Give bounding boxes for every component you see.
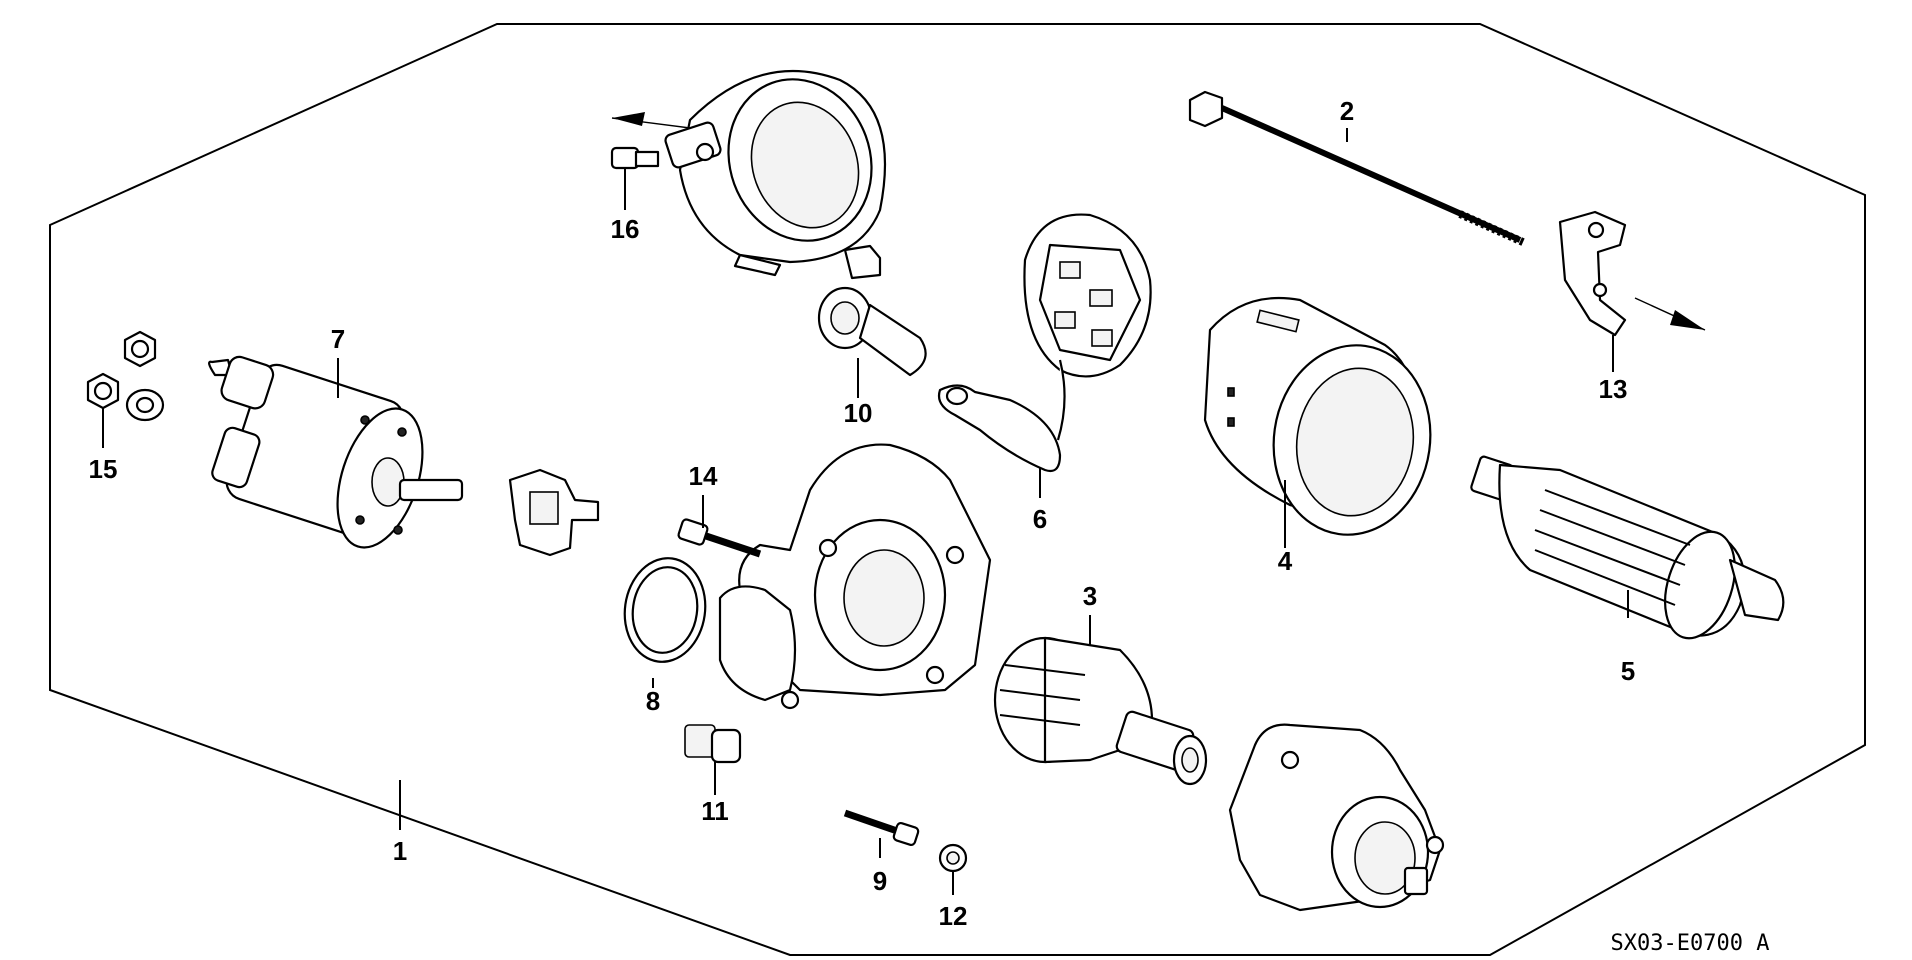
callout-10: 10 <box>844 398 873 428</box>
part-13-bracket[interactable] <box>1558 210 1627 337</box>
callout-14: 14 <box>689 461 718 491</box>
part-7-solenoid[interactable] <box>208 354 464 558</box>
plunger-bracket[interactable] <box>508 468 600 557</box>
callout-13: 13 <box>1599 374 1628 404</box>
callout-6: 6 <box>1033 504 1047 534</box>
part-10-brush[interactable] <box>817 286 927 377</box>
rear-cover[interactable] <box>664 59 894 277</box>
part-14-bolt[interactable] <box>677 518 762 558</box>
callout-12: 12 <box>939 901 968 931</box>
part-16-screw[interactable] <box>610 146 660 170</box>
callout-1: 1 <box>393 836 407 866</box>
part-9-bolt[interactable] <box>843 809 920 847</box>
callout-4: 4 <box>1278 546 1293 576</box>
callout-9: 9 <box>873 866 887 896</box>
assembly-boundary <box>49 23 1866 956</box>
callout-11: 11 <box>701 796 729 826</box>
part-5-armature[interactable] <box>1470 455 1785 648</box>
callout-2: 2 <box>1340 96 1354 126</box>
callout-8: 8 <box>646 686 660 716</box>
callout-3: 3 <box>1083 581 1097 611</box>
part-8-oring[interactable] <box>618 553 712 667</box>
part-3-clutch[interactable] <box>993 636 1208 786</box>
part-4-yoke[interactable] <box>1203 296 1442 545</box>
part-11-damper[interactable] <box>684 724 742 764</box>
callout-15: 15 <box>89 454 118 484</box>
cover-clip[interactable] <box>843 244 882 280</box>
part-2-through-bolt[interactable] <box>1188 90 1527 247</box>
drawing-code: SX03-E0700 A <box>1611 931 1770 956</box>
gear-housing[interactable] <box>1228 723 1445 912</box>
part-15-nuts-washers[interactable] <box>86 330 165 422</box>
callout-16: 16 <box>611 214 640 244</box>
part-12-cap[interactable] <box>938 843 968 873</box>
callout-5: 5 <box>1621 656 1635 686</box>
part-6-brush-holder[interactable] <box>937 213 1152 473</box>
front-bracket-housing[interactable] <box>718 443 992 710</box>
callout-7: 7 <box>331 324 345 354</box>
